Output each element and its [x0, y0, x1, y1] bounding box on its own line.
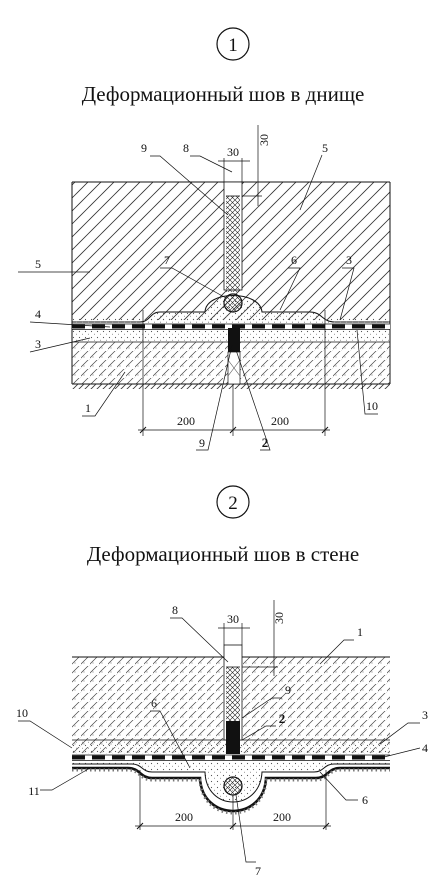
- fig1-callout-4: 4: [35, 307, 41, 321]
- fig2-callout-8: 8: [172, 603, 178, 617]
- fig1-callout-10: 10: [366, 399, 378, 413]
- fig1-callout-2: 2: [262, 435, 269, 450]
- fig2-dim-left: 200: [175, 810, 193, 824]
- fig2-dim-joint: 30: [227, 612, 239, 626]
- fig2-callout-4: 4: [422, 741, 428, 755]
- fig2-number: 2: [228, 493, 238, 514]
- fig1-callout-7: 7: [164, 253, 170, 267]
- fig2-waterstop: [226, 721, 240, 754]
- fig2-callout-10: 10: [16, 706, 28, 720]
- fig2-sealing-rod: [223, 776, 243, 796]
- fig2-callout-6-right: 6: [362, 793, 368, 807]
- fig2-callout-6-left: 6: [151, 696, 157, 710]
- fig1-callout-8: 8: [183, 141, 189, 155]
- fig2-callout-2: 2: [279, 711, 286, 726]
- fig2-number-circle: [216, 485, 250, 519]
- fig1-number: 1: [228, 35, 238, 56]
- fig1-dim-left: 200: [177, 414, 195, 428]
- fig2-callout-9: 9: [285, 683, 291, 697]
- fig1-callout-5-left: 5: [35, 257, 41, 271]
- fig1-callout-9-top: 9: [141, 141, 147, 155]
- figure-1: 1 Деформационный шов в днище: [18, 27, 391, 451]
- fig1-sealing-rod: [223, 293, 243, 313]
- fig1-title: Деформационный шов в днище: [82, 82, 365, 106]
- figure-2: 2 Деформационный шов в стене 30: [16, 485, 428, 878]
- fig1-callout-3-left: 3: [35, 337, 41, 351]
- fig2-title: Деформационный шов в стене: [87, 542, 359, 566]
- fig1-dim-right: 200: [271, 414, 289, 428]
- fig2-dim-right: 200: [273, 810, 291, 824]
- fig2-callout-7: 7: [255, 864, 261, 878]
- fig2-dim-depth: 30: [272, 612, 286, 624]
- fig1-callout-6: 6: [291, 253, 297, 267]
- fig2-callout-11: 11: [28, 784, 40, 798]
- fig1-callout-1: 1: [85, 401, 91, 415]
- fig2-joint-filler: [226, 667, 240, 721]
- fig1-callout-9-bottom: 9: [199, 436, 205, 450]
- fig1-dim-depth: 30: [257, 134, 271, 146]
- fig2-callout-3: 3: [422, 708, 428, 722]
- fig2-callout-1: 1: [357, 625, 363, 639]
- fig1-joint-filler: [226, 196, 240, 292]
- fig1-number-circle: [216, 27, 250, 61]
- fig1-dim-joint: 30: [227, 145, 239, 159]
- fig1-waterstop: [228, 328, 240, 352]
- fig1-callout-5-right: 5: [322, 141, 328, 155]
- fig1-callout-3-right: 3: [346, 253, 352, 267]
